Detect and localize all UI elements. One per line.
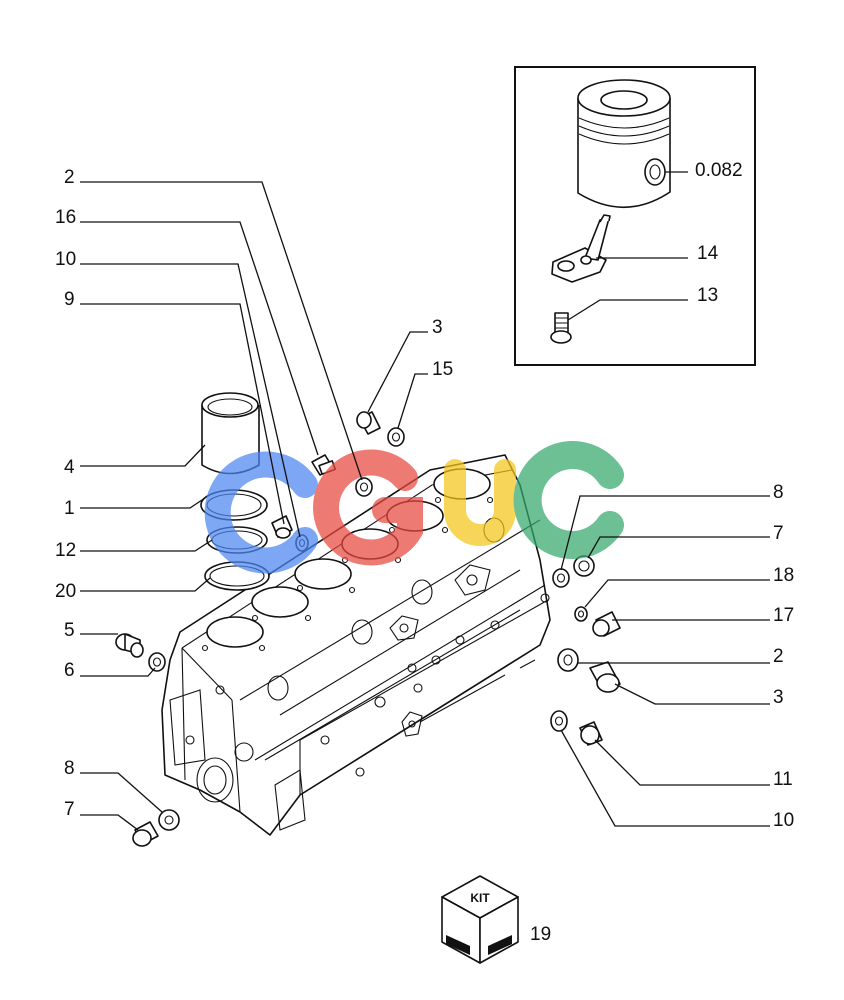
label-3: 3: [432, 317, 443, 338]
plug-5: [115, 633, 144, 658]
label-4: 4: [64, 457, 75, 478]
label-6: 6: [64, 660, 75, 681]
label-15: 15: [432, 359, 453, 380]
label-7-right: 7: [773, 523, 784, 544]
label-3-right: 3: [773, 687, 784, 708]
leader-lines: [80, 181, 770, 831]
label-9: 9: [64, 289, 75, 310]
washer-18: [574, 606, 588, 622]
watermark-letter-c2: [513, 441, 624, 559]
label-8-right: 8: [773, 482, 784, 503]
label-8: 8: [64, 758, 75, 779]
label-7: 7: [64, 799, 75, 820]
label-10-right: 10: [773, 810, 794, 831]
label-1: 1: [64, 498, 75, 519]
washer-8-right: [552, 568, 570, 588]
washer-2-right: [557, 648, 579, 672]
label-17: 17: [773, 605, 794, 626]
washer-10-right: [550, 710, 568, 732]
label-0-082: 0.082: [695, 160, 743, 181]
plug-7-left: [132, 821, 159, 847]
label-14: 14: [697, 243, 719, 264]
label-2: 2: [64, 167, 75, 188]
label-18: 18: [773, 565, 794, 586]
label-20: 20: [55, 581, 76, 602]
label-11: 11: [773, 769, 793, 790]
plug-3-top: [356, 411, 381, 435]
plug-9: [271, 515, 293, 539]
watermark-letter-g: [313, 449, 423, 566]
plug-17: [592, 611, 621, 637]
washer-2-top: [355, 477, 373, 497]
plug-11: [579, 721, 603, 746]
label-19: 19: [530, 924, 551, 945]
label-13: 13: [697, 285, 718, 306]
label-5: 5: [64, 620, 75, 641]
label-2-right: 2: [773, 646, 784, 667]
plug-3-right: [589, 661, 621, 693]
watermark-letter-u: [444, 459, 516, 546]
washer-6: [148, 652, 166, 672]
piston-part: [577, 79, 671, 208]
washer-8-left: [158, 809, 180, 831]
label-12: 12: [55, 540, 76, 561]
label-10: 10: [55, 249, 76, 270]
bolt-part: [550, 312, 572, 344]
kit-box-icon: KIT: [441, 875, 519, 964]
label-16: 16: [55, 207, 76, 228]
plug-7-right: [573, 555, 595, 577]
inset-box: 0.082 14 13: [514, 66, 756, 366]
watermark-logo: [204, 441, 624, 574]
washer-15: [387, 427, 405, 447]
cooling-nozzle-part: [551, 214, 611, 283]
kit-label: KIT: [470, 891, 490, 905]
watermark-letter-c1: [204, 451, 318, 574]
